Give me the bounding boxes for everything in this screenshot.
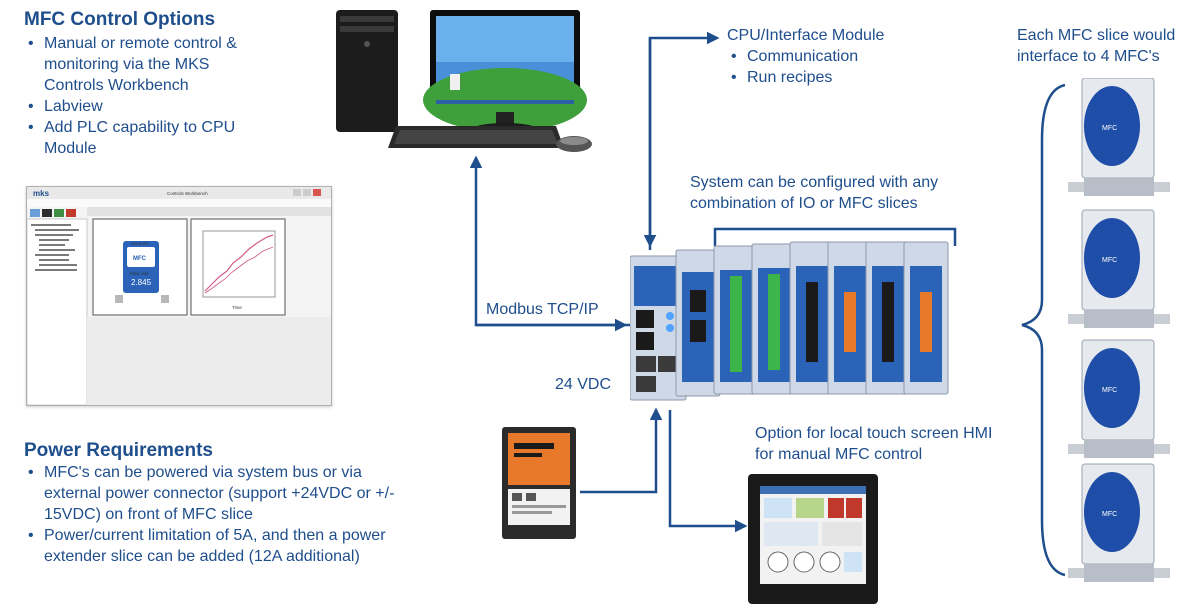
computer-tower <box>336 10 398 132</box>
mfc-device-2: MFC <box>1068 209 1170 328</box>
io-slice-3 <box>751 243 797 395</box>
power-supply <box>502 427 576 539</box>
mfc-control-item-remote: Manual or remote control & monitoring vi… <box>24 33 264 96</box>
workbench-window: mks Controls Workbench MFC Set point Flo… <box>26 187 331 406</box>
mfc-brace <box>1021 83 1066 577</box>
mfc-device-1: MFC <box>1068 78 1170 196</box>
desktop-computer <box>336 10 592 152</box>
workbench-chart-time-label: Time <box>232 305 242 310</box>
mfc-control-list: Manual or remote control & monitoring vi… <box>24 33 264 159</box>
configured-note: System can be configured with any combin… <box>690 174 939 212</box>
mks-logo: mks <box>33 189 50 198</box>
workbench-window-title: Controls Workbench <box>167 191 208 196</box>
power-item-limit: Power/current limitation of 5A, and then… <box>24 525 409 567</box>
svg-text:MFC: MFC <box>1102 511 1117 518</box>
modbus-label: Modbus TCP/IP <box>486 301 599 318</box>
io-slice-1 <box>675 249 721 397</box>
slices-bracket <box>713 227 957 246</box>
mfc-device-3: MFC <box>1068 339 1170 458</box>
mfc-devices: MFC MFC MFC MFC <box>1068 78 1170 582</box>
svg-text:MFC: MFC <box>1102 257 1117 264</box>
hmi-touchscreen <box>748 474 878 604</box>
workbench-flow-label: Flow rate <box>130 271 149 276</box>
power-item-bus: MFC's can be powered via system bus or v… <box>24 462 409 525</box>
module-rack <box>630 241 949 401</box>
workbench-flow-value: 2.845 <box>131 278 152 287</box>
io-slice-2 <box>713 245 759 395</box>
mfc-control-title: MFC Control Options <box>24 9 216 30</box>
cpu-module-list: Communication Run recipes <box>727 46 907 88</box>
cpu-item-communication: Communication <box>727 46 907 67</box>
svg-text:MFC: MFC <box>1102 387 1117 394</box>
mfc-slice-note: Each MFC slice would interface to 4 MFC'… <box>1017 27 1176 65</box>
io-slice-6 <box>865 241 911 395</box>
workbench-set-point-label: Set point <box>131 241 150 246</box>
workbench-device-label: MFC <box>133 256 147 262</box>
power-title: Power Requirements <box>24 440 213 461</box>
io-slice-5 <box>827 241 873 395</box>
mfc-control-item-labview: Labview <box>24 96 264 117</box>
cpu-interface-arrow <box>648 31 720 250</box>
mfc-device-4: MFC <box>1068 463 1170 582</box>
workbench-screenshot: mks Controls Workbench MFC Set point Flo… <box>26 186 332 406</box>
power-supply-arrow <box>580 407 663 494</box>
cpu-item-recipes: Run recipes <box>727 67 907 88</box>
hmi-note: Option for local touch screen HMI for ma… <box>755 425 993 463</box>
vdc-label: 24 VDC <box>555 376 612 393</box>
io-slice-7 <box>903 241 949 395</box>
mfc-control-item-plc: Add PLC capability to CPU Module <box>24 117 264 159</box>
svg-text:MFC: MFC <box>1102 125 1117 132</box>
cpu-module <box>630 255 687 401</box>
hmi-arrow <box>668 410 748 533</box>
io-slice-4 <box>789 241 835 395</box>
power-list: MFC's can be powered via system bus or v… <box>24 462 409 567</box>
cpu-module-title: CPU/Interface Module <box>727 27 885 44</box>
